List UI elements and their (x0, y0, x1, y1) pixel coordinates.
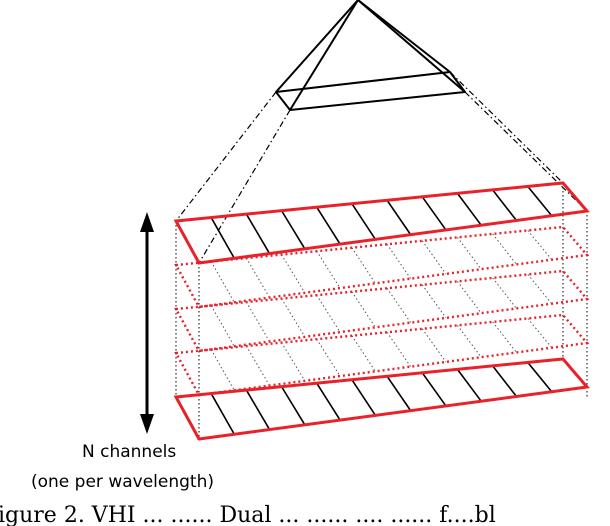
intermediate-band-1 (174, 225, 590, 309)
projection-lines (175, 71, 588, 264)
cube-vertical-edges (175, 183, 588, 439)
prism-edge-1 (275, 0, 359, 93)
projection-line-right-outer (449, 71, 564, 184)
intermediate-band-2-divider-5 (351, 291, 376, 328)
channels-arrow-head-down (140, 414, 154, 434)
top-band-divider-6 (386, 199, 412, 236)
intermediate-band-3-divider-5 (351, 335, 376, 372)
bottom-band-divider-6 (386, 375, 412, 412)
top-band-divider-10 (527, 185, 553, 217)
intermediate-band-3-divider-1 (210, 349, 235, 391)
intermediate-band-2 (174, 269, 590, 353)
figure-caption: igure 2. VHI ... ...... Dual ... ...... … (0, 503, 496, 526)
top-band-divider-1 (210, 217, 235, 259)
top-band-divider-7 (421, 196, 447, 231)
bottom-band-divider-2 (245, 389, 271, 430)
intermediate-band-3-divider-9 (492, 321, 517, 353)
bottom-band-divider-8 (456, 368, 482, 402)
intermediate-band-1-divider-4 (316, 250, 341, 289)
intermediate-band-2-divider-9 (492, 277, 517, 309)
bottom-band-divider-4 (316, 382, 341, 421)
bottom-band-outline (173, 357, 590, 441)
intermediate-band-2-divider-3 (281, 298, 306, 338)
channels-arrow-head-up (140, 212, 154, 232)
channels-label: N channels (82, 442, 176, 462)
intermediate-band-2-divider-10 (527, 274, 553, 305)
top-band-outline (173, 181, 590, 265)
intermediate-band-1-divider-10 (527, 230, 553, 261)
intermediate-band-2-divider-8 (457, 281, 482, 314)
intermediate-band-1-divider-8 (457, 237, 482, 270)
bottom-band-divider-7 (421, 372, 447, 407)
prism (275, 0, 466, 111)
bottom-band-divider-1 (210, 393, 235, 435)
top-band (173, 181, 590, 265)
intermediate-band-3-divider-2 (245, 345, 270, 386)
intermediate-band-2-divider-1 (210, 305, 235, 347)
top-band-divider-2 (245, 213, 271, 254)
intermediate-band-3-outline (174, 313, 590, 397)
intermediate-band-2-outline (174, 269, 590, 353)
intermediate-band-3-divider-3 (281, 342, 306, 382)
channels-arrow (140, 212, 154, 434)
intermediate-band-2-divider-2 (245, 301, 270, 342)
bottom-band-divider-5 (351, 379, 377, 416)
projection-line-left-outer (175, 91, 277, 222)
top-band-divider-9 (492, 189, 518, 221)
intermediate-band-1-divider-7 (421, 240, 447, 275)
bottom-band-divider-9 (492, 365, 518, 397)
prism-base (275, 71, 466, 111)
intermediate-bands (174, 225, 590, 397)
bottom-band-divider-10 (527, 361, 553, 393)
projection-line-right-inner (464, 91, 588, 212)
intermediate-band-2-divider-7 (421, 284, 447, 319)
intermediate-band-1-outline (174, 225, 590, 309)
top-band-divider-3 (280, 210, 306, 250)
intermediate-band-1-divider-5 (351, 247, 376, 284)
intermediate-band-3-divider-10 (527, 318, 553, 349)
bottom-band (173, 357, 590, 441)
prism-edge-2 (289, 0, 359, 111)
intermediate-band-3-divider-4 (316, 338, 341, 377)
channels-sublabel: (one per wavelength) (31, 472, 214, 492)
bottom-band-divider-3 (280, 386, 306, 426)
intermediate-band-1-divider-9 (492, 233, 517, 265)
top-band-divider-8 (456, 192, 482, 226)
intermediate-band-2-divider-6 (386, 287, 412, 323)
intermediate-band-3-divider-6 (386, 331, 412, 367)
top-band-divider-4 (316, 206, 341, 245)
intermediate-band-2-divider-4 (316, 294, 341, 333)
top-band-divider-5 (351, 203, 377, 240)
intermediate-band-3 (174, 313, 590, 397)
intermediate-band-3-divider-7 (421, 328, 447, 363)
prism-edge-4 (357, 0, 466, 93)
intermediate-band-1-divider-1 (210, 261, 235, 303)
intermediate-band-1-divider-3 (281, 254, 306, 294)
intermediate-band-1-divider-2 (245, 257, 270, 298)
projection-line-left-inner (198, 109, 291, 264)
intermediate-band-3-divider-8 (457, 325, 482, 358)
intermediate-band-1-divider-6 (386, 243, 412, 279)
